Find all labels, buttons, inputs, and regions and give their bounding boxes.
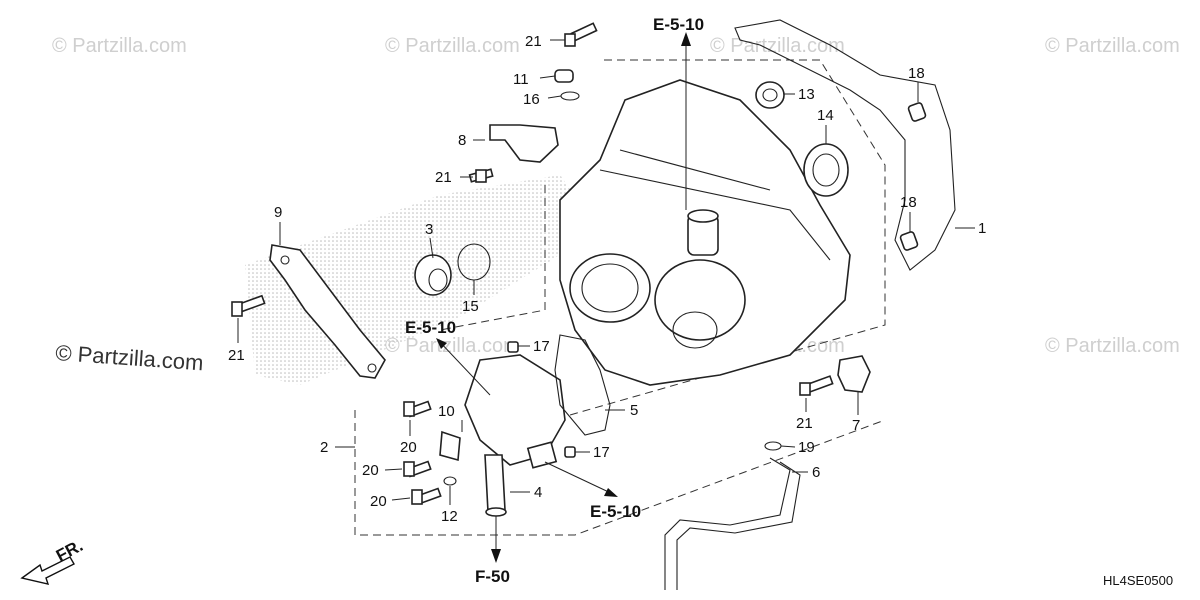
mounting-plate [269,244,386,379]
reference-label: E-5-10 [653,15,704,34]
callout-number: 21 [228,347,245,364]
plug [554,69,574,83]
callout-number: 20 [400,439,417,456]
callout-number: 20 [362,462,379,479]
callout-number: 12 [441,508,458,525]
assembly-frame [354,410,886,536]
bolt-head [231,301,243,317]
oil-seal [803,143,849,197]
callout-number: 1 [978,220,986,237]
assembly-frame [569,59,886,416]
callout-number: 20 [370,493,387,510]
gasket [734,19,956,271]
bearing [755,81,785,109]
reference-label: E-5-10 [590,502,641,521]
callout-number: 4 [534,484,542,501]
callout-number: 17 [533,338,550,355]
reference-label: E-5-10 [405,318,456,337]
cover-rib [599,169,831,261]
ref-arrow-head [491,549,501,563]
bolt-head [403,401,415,417]
leader-line [547,95,562,99]
assembly-frame [439,185,546,331]
cap-inner [428,268,448,292]
water-pipe [484,454,506,513]
clip [439,430,461,462]
callout-number: 6 [812,464,820,481]
plate-hole [280,255,290,265]
bolt [806,375,834,393]
callout-number: 9 [274,204,282,221]
callout-number: 5 [630,402,638,419]
oil-seal-inner [812,153,840,187]
dowel [564,446,576,458]
callout-number: 13 [798,86,815,103]
ref-arrow-line [437,339,491,396]
callout-number: 2 [320,439,328,456]
hose [664,457,791,590]
callout-number: 7 [852,417,860,434]
hose [676,461,801,590]
callout-number: 21 [525,33,542,50]
callout-number: 21 [435,169,452,186]
watermark: © Partzilla.com [52,35,187,57]
bolt-head [564,33,576,47]
pump-gasket [554,334,611,436]
watermark: © Partzilla.com [1045,35,1180,57]
leader-line [384,468,403,471]
pump-housing [654,259,746,341]
bracket [489,124,559,163]
washer [443,476,457,486]
callout-number: 15 [462,298,479,315]
bearing-inner [762,88,778,102]
leader-line [780,445,796,448]
pump-outlet [526,441,558,469]
bolt-head [475,169,487,183]
pump-impeller [672,311,718,349]
dowel-pin [899,231,919,251]
callout-number: 18 [900,194,917,211]
callout-number: 16 [523,91,540,108]
bolt-head [403,461,415,477]
leader-line [539,75,556,79]
leader-line [429,237,434,259]
watermark: © Partzilla.com [1045,335,1180,357]
cover-rib [619,149,771,191]
filler-neck-top [687,209,719,223]
front-arrow-icon [20,556,75,585]
cover-bore-inner [581,263,639,313]
ref-arrow-head [681,32,691,46]
bolt-head [799,382,811,396]
callout-number: 18 [908,65,925,82]
diagram-code: HL4SE0500 [1103,573,1173,588]
callout-number: 21 [796,415,813,432]
bolt-head [411,489,423,505]
water-pipe-end [485,507,507,517]
partzilla-logo: © Partzilla.com [55,340,205,375]
ref-arrow-head [436,338,447,349]
callout-number: 8 [458,132,466,149]
callout-number: 10 [438,403,455,420]
leader-line [391,497,411,501]
callout-number: 11 [513,71,529,88]
dowel-pin [907,102,927,122]
callout-number: 14 [817,107,834,124]
dowel [507,341,519,353]
callout-number: 19 [798,439,815,456]
plate-hole [367,363,377,373]
callout-number: 17 [593,444,610,461]
bracket [837,355,871,393]
reference-label: F-50 [475,567,510,586]
o-ring [560,91,580,101]
hose-clamp [764,441,782,451]
front-label: FR. [53,536,86,566]
watermark: © Partzilla.com [385,35,520,57]
callout-number: 3 [425,221,433,238]
ref-arrow-head [604,488,618,497]
watermark: © Partzilla.com [385,335,520,357]
ref-arrow-line [544,461,616,496]
